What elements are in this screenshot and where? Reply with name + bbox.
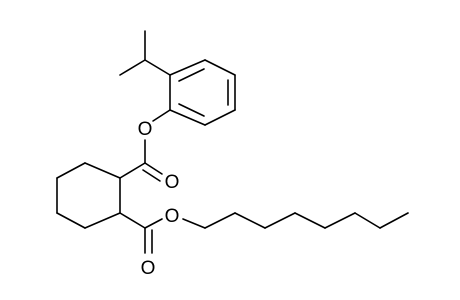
bond <box>56 212 86 229</box>
upper-ester-group: O O <box>138 109 180 193</box>
double-bond-inner <box>178 68 205 82</box>
bond <box>294 212 326 229</box>
bond <box>119 162 146 179</box>
bond <box>264 212 296 229</box>
bond <box>354 212 381 229</box>
bond <box>379 212 409 229</box>
ester-oxygen-upper: O <box>138 119 153 140</box>
bond <box>204 59 236 76</box>
octyl-chain <box>182 212 409 229</box>
carbonyl-oxygen-lower: O <box>141 258 156 279</box>
bond <box>119 59 146 76</box>
double-bond-inner <box>178 103 205 117</box>
bond <box>144 59 171 76</box>
benzene-ring <box>169 59 236 126</box>
bond <box>56 162 86 179</box>
bond <box>84 162 121 179</box>
isopropyl-group <box>119 30 171 76</box>
double-bond-second <box>142 169 161 182</box>
cyclohexane-ring <box>56 162 146 229</box>
carbonyl-oxygen-upper: O <box>165 172 180 193</box>
bond <box>144 218 163 229</box>
bond <box>234 212 266 229</box>
bond <box>324 212 356 229</box>
bond <box>144 162 163 175</box>
bond <box>152 109 171 122</box>
bond <box>204 109 236 126</box>
bond <box>204 212 236 229</box>
bond <box>84 212 121 229</box>
bond <box>169 109 206 126</box>
bond <box>182 218 206 229</box>
ester-oxygen-lower: O <box>165 206 180 227</box>
bond <box>169 59 206 76</box>
lower-ester-group: O O <box>119 206 180 279</box>
bond <box>119 212 146 229</box>
